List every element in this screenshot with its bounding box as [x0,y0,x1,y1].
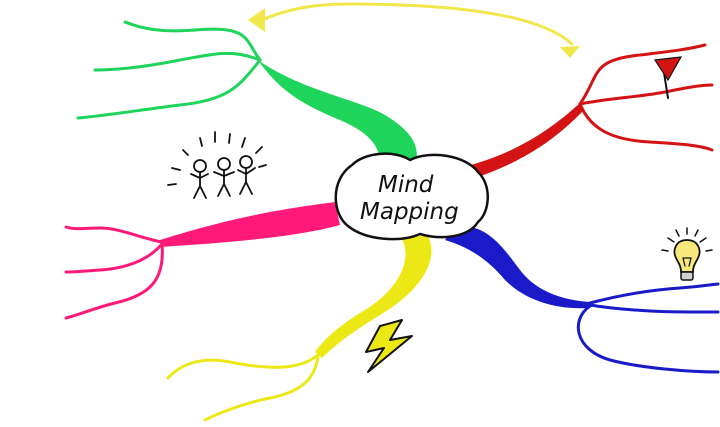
central-cloud-shape [334,152,489,241]
stick-figures-icon [167,131,267,199]
lightbulb-glass [673,239,701,273]
branch-blue-twig-1 [588,282,720,305]
arrow-head-right [560,46,580,58]
branch-blue-twig-2 [588,303,720,314]
arrow-head-left [248,8,265,32]
branch-red-twig-2 [578,83,714,106]
branch-yellow [166,236,432,422]
branch-blue-trunk [445,226,590,309]
branch-green-twig-3 [76,58,262,120]
connector-arrow-line [260,2,574,46]
branch-red-twig-1 [578,43,707,106]
central-topic: Mind Mapping [334,152,489,241]
branch-green-twig-1 [123,20,262,62]
branch-pink-trunk [160,202,340,247]
branch-pink-twig-2 [64,242,164,274]
branch-yellow-trunk [315,236,432,358]
branch-pink-twig-1 [64,225,164,244]
branch-pink [64,202,340,320]
central-topic-line-2: Mapping [360,199,459,225]
branch-blue [445,226,720,374]
branch-red-trunk [460,103,584,182]
branch-yellow-twig-1 [166,353,320,380]
lightning-bolt-icon [365,319,413,373]
red-flag-icon [653,56,683,99]
lightbulb-base [680,271,694,281]
branch-red-twig-3 [578,102,714,152]
branch-red [460,43,714,182]
branch-green-twig-2 [93,51,262,72]
branch-green [76,20,417,162]
central-topic-line-1: Mind [378,172,434,198]
branch-yellow-twig-2 [203,354,320,422]
red-flag-cloth [653,56,683,82]
branch-green-trunk [258,60,417,162]
branch-blue-twig-3 [576,304,720,374]
lightbulb-icon [661,227,713,281]
connector-arrow [248,2,580,58]
branch-pink-twig-3 [64,242,164,320]
